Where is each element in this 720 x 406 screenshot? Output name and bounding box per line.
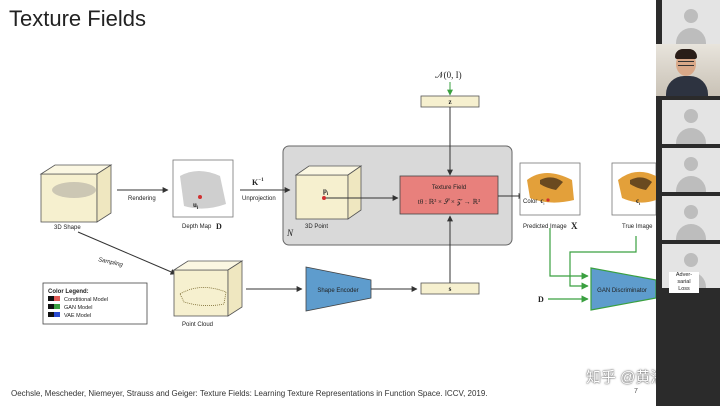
predicted-symbol: X bbox=[571, 221, 578, 231]
shape-encoder-label: Shape Encoder bbox=[317, 288, 358, 294]
predicted-image bbox=[519, 162, 581, 216]
person-icon bbox=[684, 109, 698, 123]
person-icon-body bbox=[676, 224, 706, 240]
person-icon-body bbox=[676, 128, 706, 144]
speaker-glasses bbox=[678, 61, 694, 66]
active-speaker-video[interactable] bbox=[656, 44, 720, 96]
person-icon bbox=[684, 205, 698, 219]
slide-number: 7 bbox=[634, 388, 638, 395]
shape-encoder bbox=[305, 266, 372, 312]
pixel-symbol: ui bbox=[193, 201, 199, 211]
shape-3d-label: 3D Shape bbox=[54, 225, 81, 231]
depth-map-label: Depth Map bbox=[182, 224, 212, 230]
true-image bbox=[611, 162, 656, 216]
d-input-label: D bbox=[538, 295, 544, 304]
true-image-label: True Image bbox=[622, 224, 653, 230]
n-label: N bbox=[286, 228, 294, 238]
legend-item: Conditional Model bbox=[48, 296, 108, 303]
legend-title: Color Legend: bbox=[48, 289, 89, 295]
noise-label: 𝒩(0, I) bbox=[435, 70, 462, 80]
svg-text:VAE Model: VAE Model bbox=[64, 313, 91, 319]
true-symbol: ci bbox=[636, 197, 641, 206]
participant-tile[interactable] bbox=[662, 0, 720, 44]
texture-field-formula: tθ : ℝ³ × 𝒮 × 𝒵 → ℝ³ bbox=[418, 198, 480, 206]
point-cloud-cube bbox=[172, 260, 244, 317]
color-legend bbox=[42, 282, 148, 325]
texture-fields-diagram: N 3D Shape Rendering ui Depth Map D K−1 … bbox=[39, 70, 656, 328]
participant-tile[interactable] bbox=[662, 148, 720, 192]
speaker-hair bbox=[675, 49, 697, 59]
point-3d-cube bbox=[294, 165, 363, 220]
adversarial-loss-line: Adver- bbox=[675, 272, 693, 278]
legend-swatch-gan bbox=[54, 304, 60, 309]
point-cloud-label: Point Cloud bbox=[182, 322, 213, 328]
s-latent-label: s bbox=[449, 285, 452, 293]
adversarial-loss-line: sarial bbox=[677, 279, 691, 285]
person-icon-body bbox=[676, 176, 706, 192]
participant-tile[interactable] bbox=[662, 196, 720, 240]
slide-title: Texture Fields bbox=[9, 6, 146, 31]
sampling-label: Sampling bbox=[98, 257, 124, 269]
shape-3d-cube bbox=[39, 164, 113, 223]
speaker-body bbox=[666, 76, 708, 96]
gan-discriminator-label: GAN Discriminator bbox=[597, 288, 647, 294]
sampling-arrow bbox=[77, 231, 177, 275]
person-icon bbox=[684, 253, 698, 267]
video-participants-panel bbox=[656, 0, 720, 406]
legend-swatch-vae bbox=[54, 312, 60, 317]
predicted-image-label: Predicted Image bbox=[523, 224, 567, 230]
adversarial-loss-line: Loss bbox=[678, 286, 690, 292]
unprojection-label: Unprojection bbox=[242, 196, 276, 202]
depth-map-symbol: D bbox=[216, 222, 222, 231]
k-inverse-label: K−1 bbox=[252, 178, 264, 187]
depth-map-image bbox=[172, 159, 234, 218]
point-symbol: pi bbox=[323, 187, 329, 197]
adversarial-loss-label: Adver- sarial Loss bbox=[669, 272, 699, 293]
legend-swatch-conditional bbox=[54, 296, 60, 301]
person-icon-body bbox=[676, 28, 706, 44]
person-icon bbox=[684, 9, 698, 23]
legend-item: VAE Model bbox=[48, 312, 91, 319]
point-3d-label: 3D Point bbox=[305, 224, 328, 230]
citation: Oechsle, Mescheder, Niemeyer, Strauss an… bbox=[11, 389, 488, 398]
svg-text:Conditional Model: Conditional Model bbox=[64, 297, 108, 303]
gan-predicted-line bbox=[549, 228, 589, 280]
texture-field-title: Texture Field bbox=[432, 185, 466, 191]
legend-item: GAN Model bbox=[48, 304, 92, 311]
person-icon bbox=[684, 157, 698, 171]
gan-discriminator bbox=[590, 267, 656, 311]
z-latent-label: z bbox=[448, 98, 451, 106]
rendering-label: Rendering bbox=[128, 196, 156, 202]
gan-true-line bbox=[569, 236, 637, 290]
slide: Texture Fields N 3D Shape Rendering bbox=[9, 6, 666, 398]
texture-field-box bbox=[399, 175, 499, 215]
svg-text:GAN Model: GAN Model bbox=[64, 305, 92, 311]
participant-tile[interactable] bbox=[662, 100, 720, 144]
watermark: 知乎 @黄浴 bbox=[586, 369, 666, 386]
